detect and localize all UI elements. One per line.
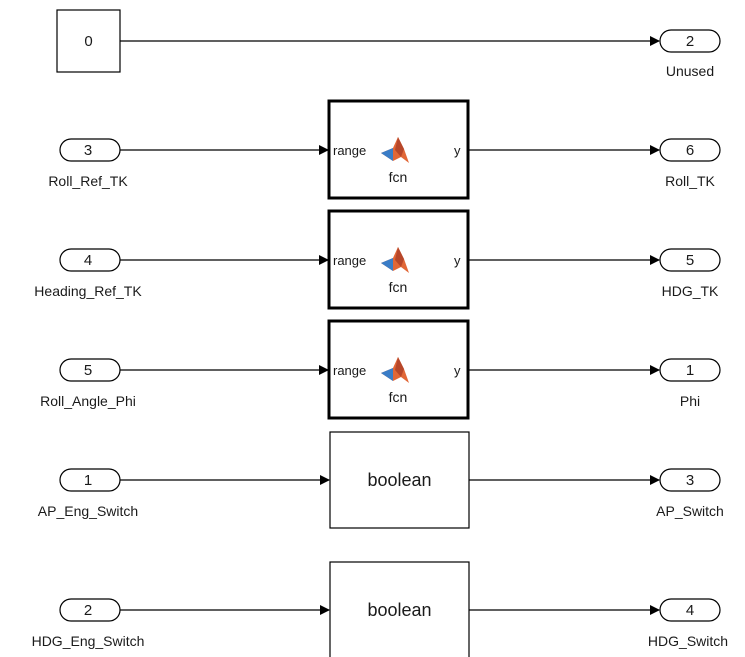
block-input-port-label: range xyxy=(333,363,366,378)
outport-label: Unused xyxy=(666,63,714,79)
block-output-port-label: y xyxy=(454,253,461,268)
block-function-name: fcn xyxy=(389,389,408,405)
outport-block[interactable] xyxy=(659,358,721,382)
inport-label: HDG_Eng_Switch xyxy=(32,633,145,649)
outport-number: 6 xyxy=(686,142,694,159)
row-hdg-switch: 2 HDG_Eng_Switch boolean 4 HDG_Switch xyxy=(32,561,728,657)
outport-block[interactable] xyxy=(659,138,721,162)
inport-number: 2 xyxy=(84,602,92,619)
outport-label: AP_Switch xyxy=(656,503,724,519)
outport-label: Phi xyxy=(680,393,700,409)
block-output-port-label: y xyxy=(454,363,461,378)
outport-block[interactable] xyxy=(659,248,721,272)
outport-number: 3 xyxy=(686,472,694,489)
outport-number: 5 xyxy=(686,252,694,269)
inport-label: Heading_Ref_TK xyxy=(34,283,142,299)
inport-label: Roll_Ref_TK xyxy=(48,173,128,189)
constant-block[interactable] xyxy=(56,9,121,73)
matlab-logo-icon xyxy=(381,137,409,163)
row-constant: 0 2 Unused xyxy=(56,9,721,79)
block-function-name: fcn xyxy=(389,279,408,295)
row-roll-ref: 3 Roll_Ref_TK range y fcn 6 Roll_TK xyxy=(48,99,721,200)
block-output-port-label: y xyxy=(454,143,461,158)
constant-value: 0 xyxy=(84,33,92,50)
row-ap-switch: 1 AP_Eng_Switch boolean 3 AP_Switch xyxy=(38,431,724,529)
outport-label: Roll_TK xyxy=(665,173,715,189)
block-input-port-label: range xyxy=(333,143,366,158)
data-type-conversion-block[interactable] xyxy=(329,431,470,529)
outport-label: HDG_TK xyxy=(662,283,719,299)
block-function-name: fcn xyxy=(389,169,408,185)
inport-number: 4 xyxy=(84,252,92,269)
outport-number: 2 xyxy=(686,33,694,50)
outport-block[interactable] xyxy=(659,598,721,622)
outport-block[interactable] xyxy=(659,29,721,53)
conversion-type-label: boolean xyxy=(367,600,431,620)
outport-label: HDG_Switch xyxy=(648,633,728,649)
inport-label: AP_Eng_Switch xyxy=(38,503,138,519)
row-roll-angle: 5 Roll_Angle_Phi range y fcn 1 Phi xyxy=(40,319,721,420)
matlab-logo-icon xyxy=(381,247,409,273)
outport-number: 1 xyxy=(686,362,694,379)
row-heading-ref: 4 Heading_Ref_TK range y fcn 5 HDG_TK xyxy=(34,209,721,310)
inport-number: 1 xyxy=(84,472,92,489)
inport-label: Roll_Angle_Phi xyxy=(40,393,136,409)
inport-number: 5 xyxy=(84,362,92,379)
outport-block[interactable] xyxy=(659,468,721,492)
block-input-port-label: range xyxy=(333,253,366,268)
inport-number: 3 xyxy=(84,142,92,159)
outport-number: 4 xyxy=(686,602,694,619)
data-type-conversion-block[interactable] xyxy=(329,561,470,657)
conversion-type-label: boolean xyxy=(367,470,431,490)
matlab-logo-icon xyxy=(381,357,409,383)
